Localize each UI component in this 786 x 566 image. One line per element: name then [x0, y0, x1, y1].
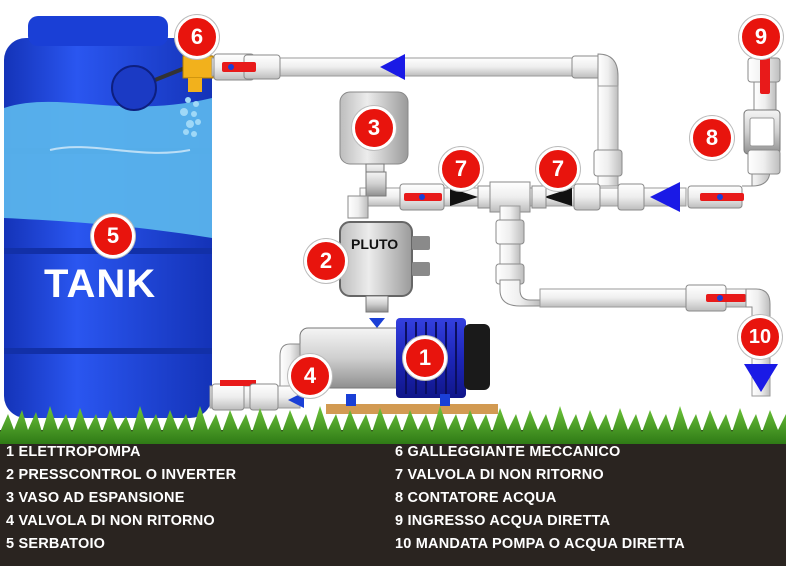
manifold	[359, 159, 771, 213]
output-branch	[495, 205, 778, 397]
water-level	[4, 98, 212, 238]
marker-6: 6	[175, 15, 219, 59]
marker-1: 1	[403, 336, 447, 380]
marker-8: 8	[690, 116, 734, 160]
marker-4: 4	[288, 354, 332, 398]
water-spray	[180, 97, 201, 137]
flow-arrow-left	[380, 54, 405, 80]
flow-arrow-inlet	[650, 182, 680, 212]
water-meter	[743, 56, 781, 175]
marker-2: 2	[304, 239, 348, 283]
float-ball	[111, 65, 157, 111]
check-valve-right	[544, 188, 572, 206]
marker-9: 9	[739, 15, 783, 59]
flow-arrow-down	[744, 364, 778, 392]
marker-5: 5	[91, 214, 135, 258]
marker-7-left: 7	[439, 147, 483, 191]
check-valve-left	[450, 188, 478, 206]
marker-7-right: 7	[536, 147, 580, 191]
marker-10: 10	[738, 315, 782, 359]
controller-brand-label: PLUTO	[351, 236, 399, 252]
tank-label: TANK	[44, 262, 157, 306]
ground	[0, 406, 786, 566]
marker-3: 3	[352, 106, 396, 150]
top-pipe	[211, 53, 623, 187]
